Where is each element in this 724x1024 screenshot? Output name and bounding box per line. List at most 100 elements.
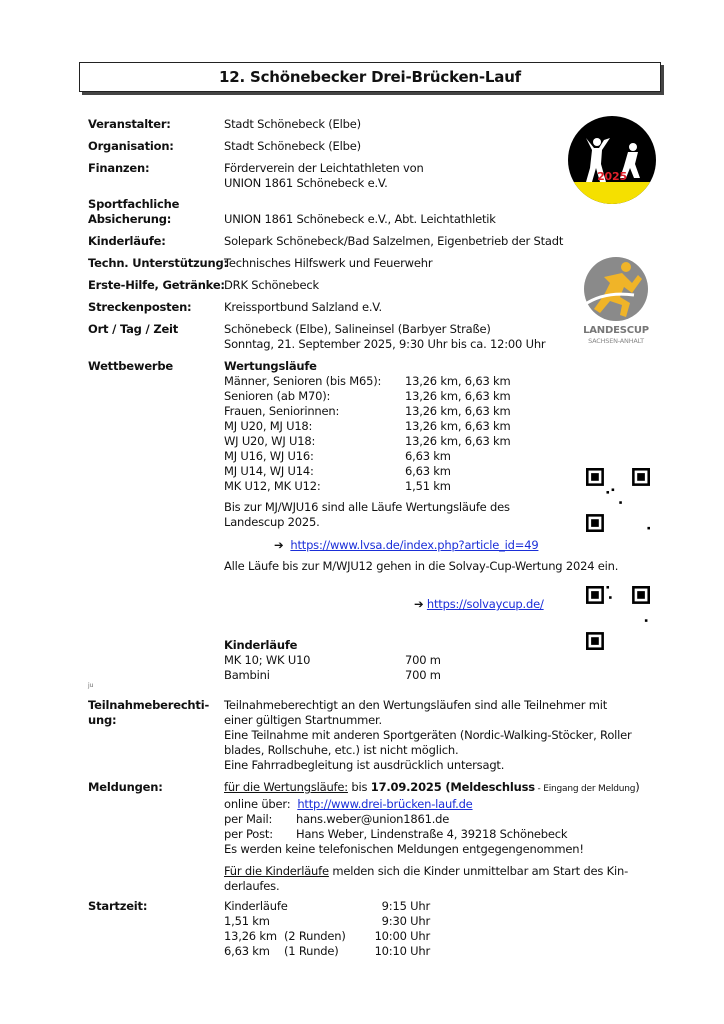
cell-t: 9:15 Uhr (381, 899, 431, 913)
arrow-icon: ➔ (274, 538, 284, 552)
cell-dist: 13,26 km, 6,63 km (405, 434, 511, 448)
label-organisation: Organisation: (88, 139, 174, 153)
lvsa-link[interactable]: https://www.lvsa.de/index.php?article_id… (290, 538, 539, 552)
text: Bis zur MJ/WJU16 sind alle Läufe Wertung… (224, 500, 510, 514)
cell-name: Männer, Senioren (bis M65): (224, 374, 382, 388)
cell-name: MK U12, MK U12: (224, 479, 321, 493)
cell-name: MK 10; WK U10 (224, 653, 311, 667)
landescup-logo: LANDESCUP SACHSEN-ANHALT (583, 257, 649, 345)
text: Für die Kinderläufe (224, 864, 329, 878)
text: derlaufes. (224, 879, 280, 893)
cell-name: Bambini (224, 668, 270, 682)
label-teilnahme: Teilnahmeberechti-ung: (88, 698, 209, 728)
landescup-note: Bis zur MJ/WJU16 sind alle Läufe Wertung… (224, 500, 510, 530)
text: Schönebeck (Elbe), Salineinsel (Barbyer … (224, 322, 491, 336)
text: Eine Fahrradbegleitung ist ausdrücklich … (224, 758, 505, 772)
cell-a: Kinderläufe (224, 899, 288, 913)
page-title: 12. Schönebecker Drei-Brücken-Lauf (79, 62, 661, 92)
cell-a: 6,63 km (224, 944, 270, 958)
text: Teilnahmeberechtigt an den Wertungsläufe… (224, 698, 608, 712)
label-kinderlaeufe: Kinderläufe: (88, 234, 166, 248)
qr-code-lvsa[interactable] (586, 468, 650, 532)
cell-name: WJ U20, WJ U18: (224, 434, 316, 448)
list-item: Männer, Senioren (bis M65): 13,26 km, 6,6… (224, 374, 544, 389)
cell-name: Frauen, Seniorinnen: (224, 404, 340, 418)
cell-a: 13,26 km (224, 929, 277, 943)
value-absicherung: UNION 1861 Schönebeck e.V., Abt. Leichta… (224, 212, 496, 226)
text: - Eingang der Meldung (534, 784, 636, 794)
text: per Mail: (224, 812, 273, 826)
text: ) (635, 780, 640, 794)
cell-dist: 13,26 km, 6,63 km (405, 404, 511, 418)
kinderlaeufe-heading: Kinderläufe (224, 638, 298, 652)
value-ort: Schönebeck (Elbe), Salineinsel (Barbyer … (224, 322, 546, 352)
text: Teilnahmeberechti- (88, 698, 210, 712)
footnote-ju: ju (88, 682, 94, 689)
list-item: 6,63 km(1 Runde)10:10 Uhr (224, 944, 464, 959)
solvay-link-line: ➔ https://solvaycup.de/ (414, 597, 544, 612)
cell-dist: 13,26 km, 6,63 km (405, 374, 511, 388)
solvay-note: Alle Läufe bis zur M/WJU12 gehen in die … (224, 559, 619, 573)
value-erstehilfe: DRK Schönebeck (224, 278, 319, 292)
kinderlaeufe-list: MK 10; WK U10 700 m Bambini 700 m (224, 653, 544, 683)
cell-b: (2 Runden) (284, 929, 346, 943)
email: hans.weber@union1861.de (296, 812, 450, 826)
cell-name: MJ U20, MJ U18: (224, 419, 313, 433)
text: Förderverein der Leichtathleten von (224, 161, 424, 175)
cell-dist: 6,63 km (405, 449, 451, 463)
wertungslaeufe-heading: Wertungsläufe (224, 359, 317, 373)
cell-name: MJ U16, WJ U16: (224, 449, 314, 463)
address: Hans Weber, Lindenstraße 4, 39218 Schöne… (296, 827, 568, 841)
label-veranstalter: Veranstalter: (88, 117, 171, 131)
text: Absicherung: (88, 212, 172, 226)
list-item: MJ U20, MJ U18:13,26 km, 6,63 km (224, 419, 544, 434)
cell-dist: 13,26 km, 6,63 km (405, 389, 511, 403)
cell-t: 9:30 Uhr (381, 914, 431, 928)
value-strecke: Kreissportbund Salzland e.V. (224, 300, 382, 314)
text: online über: (224, 797, 291, 811)
deadline: 17.09.2025 (Meldeschluss (370, 780, 535, 794)
label-wettbewerbe: Wettbewerbe (88, 359, 174, 373)
label-startzeit: Startzeit: (88, 899, 148, 913)
arrow-icon: ➔ (414, 597, 424, 611)
cell-dist: 700 m (405, 668, 441, 682)
cell-t: 10:10 Uhr (374, 944, 431, 958)
cell-dist: 700 m (405, 653, 441, 667)
cell-name: Senioren (ab M70): (224, 389, 331, 403)
value-technik: Technisches Hilfswerk und Feuerwehr (224, 256, 433, 270)
value-kinderlaeufe: Solepark Schönebeck/Bad Salzelmen, Eigen… (224, 234, 564, 248)
cell-dist: 1,51 km (405, 479, 451, 493)
label-meldungen: Meldungen: (88, 780, 163, 794)
text: einer gültigen Startnummer. (224, 713, 382, 727)
list-item: Frauen, Seniorinnen: 13,26 km, 6,63 km (224, 404, 544, 419)
label-technik: Techn. Unterstützung: (88, 256, 228, 270)
label-erstehilfe: Erste-Hilfe, Getränke: (88, 278, 225, 292)
teilnahme-text: Teilnahmeberechtigt an den Wertungsläufe… (224, 698, 632, 773)
registration-link[interactable]: http://www.drei-brücken-lauf.de (297, 797, 473, 811)
wertungslaeufe-list: Männer, Senioren (bis M65): 13,26 km, 6,6… (224, 374, 544, 494)
label-ort: Ort / Tag / Zeit (88, 322, 179, 336)
text: Landescup 2025. (224, 515, 320, 529)
text: Eine Teilnahme mit anderen Sportgeräten … (224, 728, 632, 742)
label-finanzen: Finanzen: (88, 161, 150, 175)
list-item: WJ U20, WJ U18: 13,26 km, 6,63 km (224, 434, 544, 449)
cell-t: 10:00 Uhr (374, 929, 431, 943)
list-item: MK U12, MK U12: 1,51 km (224, 479, 544, 494)
list-item: Kinderläufe 9:15 Uhr (224, 899, 464, 914)
list-item: 1,51 km 9:30 Uhr (224, 914, 464, 929)
solvay-link[interactable]: https://solvaycup.de/ (426, 597, 544, 611)
lvsa-link-line: ➔ https://www.lvsa.de/index.php?article_… (274, 538, 539, 553)
label-strecke: Streckenposten: (88, 300, 192, 314)
text: bis (347, 780, 371, 794)
text: Es werden keine telefonischen Meldungen … (224, 842, 584, 856)
list-item: MJ U16, WJ U16: 6,63 km (224, 449, 544, 464)
event-logo: 2025 (568, 116, 656, 204)
cell-name: MJ U14, WJ U14: (224, 464, 314, 478)
text: per Post: (224, 827, 273, 841)
list-item: 13,26 km (2 Runden) 10:00 Uhr (224, 929, 464, 944)
qr-code-solvaycup[interactable] (586, 586, 650, 650)
cell-a: 1,51 km (224, 914, 270, 928)
